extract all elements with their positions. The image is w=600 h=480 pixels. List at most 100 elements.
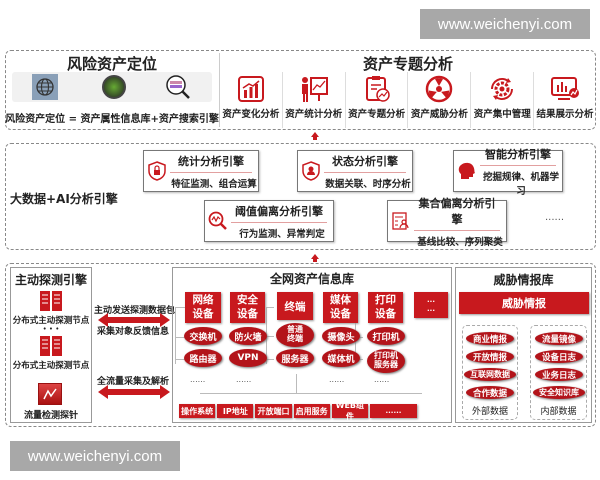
attribute-row: 操作系统 IP地址 开放端口 启用服务 WEB组件 ...... [179, 401, 417, 421]
external-data-label: 外部数据 [471, 407, 508, 417]
category-more[interactable]: ... ... [414, 292, 448, 318]
form-user-icon [388, 212, 414, 230]
item-router[interactable]: 路由器 [184, 349, 222, 367]
ext-open[interactable]: 开放情报 [466, 350, 514, 363]
ext-internet[interactable]: 互联网数据 [464, 368, 516, 381]
connector-line [266, 336, 274, 337]
monitor-chart-icon [550, 72, 580, 106]
item-print-server[interactable]: 打印机 服务器 [367, 349, 405, 373]
watermark-top: www.weichenyi.com [420, 9, 590, 39]
engine-set-deviation[interactable]: 集合偏离分析引擎基线比较、序列聚类 [387, 197, 507, 248]
engine-status[interactable]: 状态分析引擎数据关联、时序分析 [297, 150, 413, 192]
shield-user-icon [298, 161, 324, 181]
topic-analysis-title: 资产专题分析 [362, 55, 453, 73]
watermark-bottom: www.weichenyi.com [10, 441, 180, 471]
probe-dots: • • • [42, 325, 60, 333]
probe-label: 流量检测探针 [23, 411, 78, 421]
int-business-logs[interactable]: 业务日志 [535, 368, 583, 381]
presenter-board-icon [299, 72, 329, 106]
server-rack-icon [40, 291, 62, 315]
attr-web-components[interactable]: WEB组件 [331, 401, 368, 421]
item-vpn[interactable]: VPN [229, 349, 267, 367]
item-printer[interactable]: 打印机 [367, 327, 405, 345]
server-rack-icon [40, 336, 62, 360]
attr-services[interactable]: 启用服务 [293, 404, 330, 418]
top-section [5, 50, 596, 130]
engine-sub: 基线比较、序列聚类 [417, 236, 503, 248]
category-network-devices[interactable]: 网络 设备 [185, 292, 221, 323]
connector-line [296, 374, 297, 394]
topic-item[interactable]: 资产变化分析 [220, 72, 283, 128]
probe-engine-box [10, 267, 92, 423]
topic-item[interactable]: 资产威胁分析 [408, 72, 472, 128]
more-security: ...... [236, 375, 252, 384]
topic-item-label: 资产集中管理 [473, 109, 531, 120]
topic-items: 资产变化分析 资产统计分析 资产专题分析 资产威胁分析 资产集中管理 结果展示分… [220, 72, 596, 128]
item-server[interactable]: 服务器 [276, 349, 314, 367]
item-camera[interactable]: 摄像头 [322, 327, 360, 345]
external-data-group [462, 325, 518, 420]
probe-title: 主动探测引擎 [14, 273, 87, 287]
engine-sub: 特征监测、组合运算 [171, 178, 257, 190]
attr-os[interactable]: 操作系统 [179, 404, 216, 418]
magnifier-wave-icon [205, 211, 231, 231]
more-engines: ...... [545, 212, 565, 223]
int-security-kb[interactable]: 安全知识库 [533, 386, 585, 399]
internal-data-label: 内部数据 [540, 407, 577, 417]
engine-threshold[interactable]: 阈值偏离分析引擎行为监测、异常判定 [204, 200, 334, 242]
traffic-probe-icon [38, 383, 62, 405]
more-network: ...... [190, 375, 206, 384]
arrow1-bottom-label: 采集对象反馈信息 [96, 327, 169, 337]
probe-node-2: 分布式主动探测节点 [12, 361, 90, 371]
arrow-up-stem [313, 137, 317, 140]
more-media: ...... [329, 375, 345, 384]
clipboard-trend-icon [363, 72, 391, 106]
asset-db-box [172, 267, 452, 423]
engine-sub: 数据关联、时序分析 [325, 178, 411, 190]
internal-data-group [530, 325, 587, 420]
ext-partner[interactable]: 合作数据 [466, 386, 514, 399]
engine-sub: 挖掘规律、机器学习 [482, 171, 559, 197]
bottom-section [5, 263, 596, 427]
risk-formula: 风险资产定位 = 资产属性信息库+资产搜索引擎 [5, 114, 219, 125]
topic-item[interactable]: 结果展示分析 [534, 72, 596, 128]
topic-item[interactable]: 资产统计分析 [283, 72, 346, 128]
asset-database-icon [102, 75, 126, 99]
attr-ip[interactable]: IP地址 [217, 404, 254, 418]
arrow-up-icon [311, 132, 319, 137]
search-magnifier-icon [165, 74, 191, 100]
double-arrow-icon [98, 385, 170, 399]
connector-line [175, 307, 185, 308]
more-print: ...... [374, 375, 390, 384]
engine-intelligent[interactable]: 智能分析引擎挖掘规律、机器学习 [453, 148, 563, 197]
brain-head-icon [454, 161, 480, 181]
category-terminal[interactable]: 终端 [277, 292, 313, 320]
item-media-machine[interactable]: 媒体机 [322, 349, 360, 367]
threat-db-box [455, 267, 592, 423]
engine-title: 集合偏离分析引擎 [414, 195, 500, 231]
category-security-devices[interactable]: 安全 设备 [230, 292, 265, 323]
probe-node-1: 分布式主动探测节点 [12, 316, 90, 326]
category-media-devices[interactable]: 媒体 设备 [323, 292, 358, 323]
int-device-logs[interactable]: 设备日志 [535, 350, 583, 363]
bigdata-section [5, 143, 596, 250]
attr-open-ports[interactable]: 开放端口 [255, 404, 292, 418]
bar-chart-icon [237, 72, 265, 106]
globe-icon [32, 74, 58, 100]
risk-locating-title: 风险资产定位 [66, 55, 157, 73]
shield-lock-icon [144, 161, 170, 181]
int-traffic-mirror[interactable]: 流量镜像 [535, 332, 583, 345]
engine-statistics[interactable]: 统计分析引擎特征监测、组合运算 [143, 150, 259, 192]
item-switch[interactable]: 交换机 [184, 327, 222, 345]
topic-item-label: 资产威胁分析 [410, 109, 468, 120]
topic-item[interactable]: 资产专题分析 [346, 72, 409, 128]
watermark-text: www.weichenyi.com [437, 15, 573, 33]
item-firewall[interactable]: 防火墙 [229, 327, 267, 345]
topic-item[interactable]: 资产集中管理 [471, 72, 535, 128]
item-normal-terminal[interactable]: 普通 终端 [276, 323, 314, 347]
ext-commercial[interactable]: 商业情报 [466, 332, 514, 345]
category-print-devices[interactable]: 打印 设备 [368, 292, 403, 323]
attr-more[interactable]: ...... [369, 404, 417, 418]
connector-line [175, 307, 176, 364]
threat-intel-banner[interactable]: 威胁情报 [459, 292, 589, 314]
